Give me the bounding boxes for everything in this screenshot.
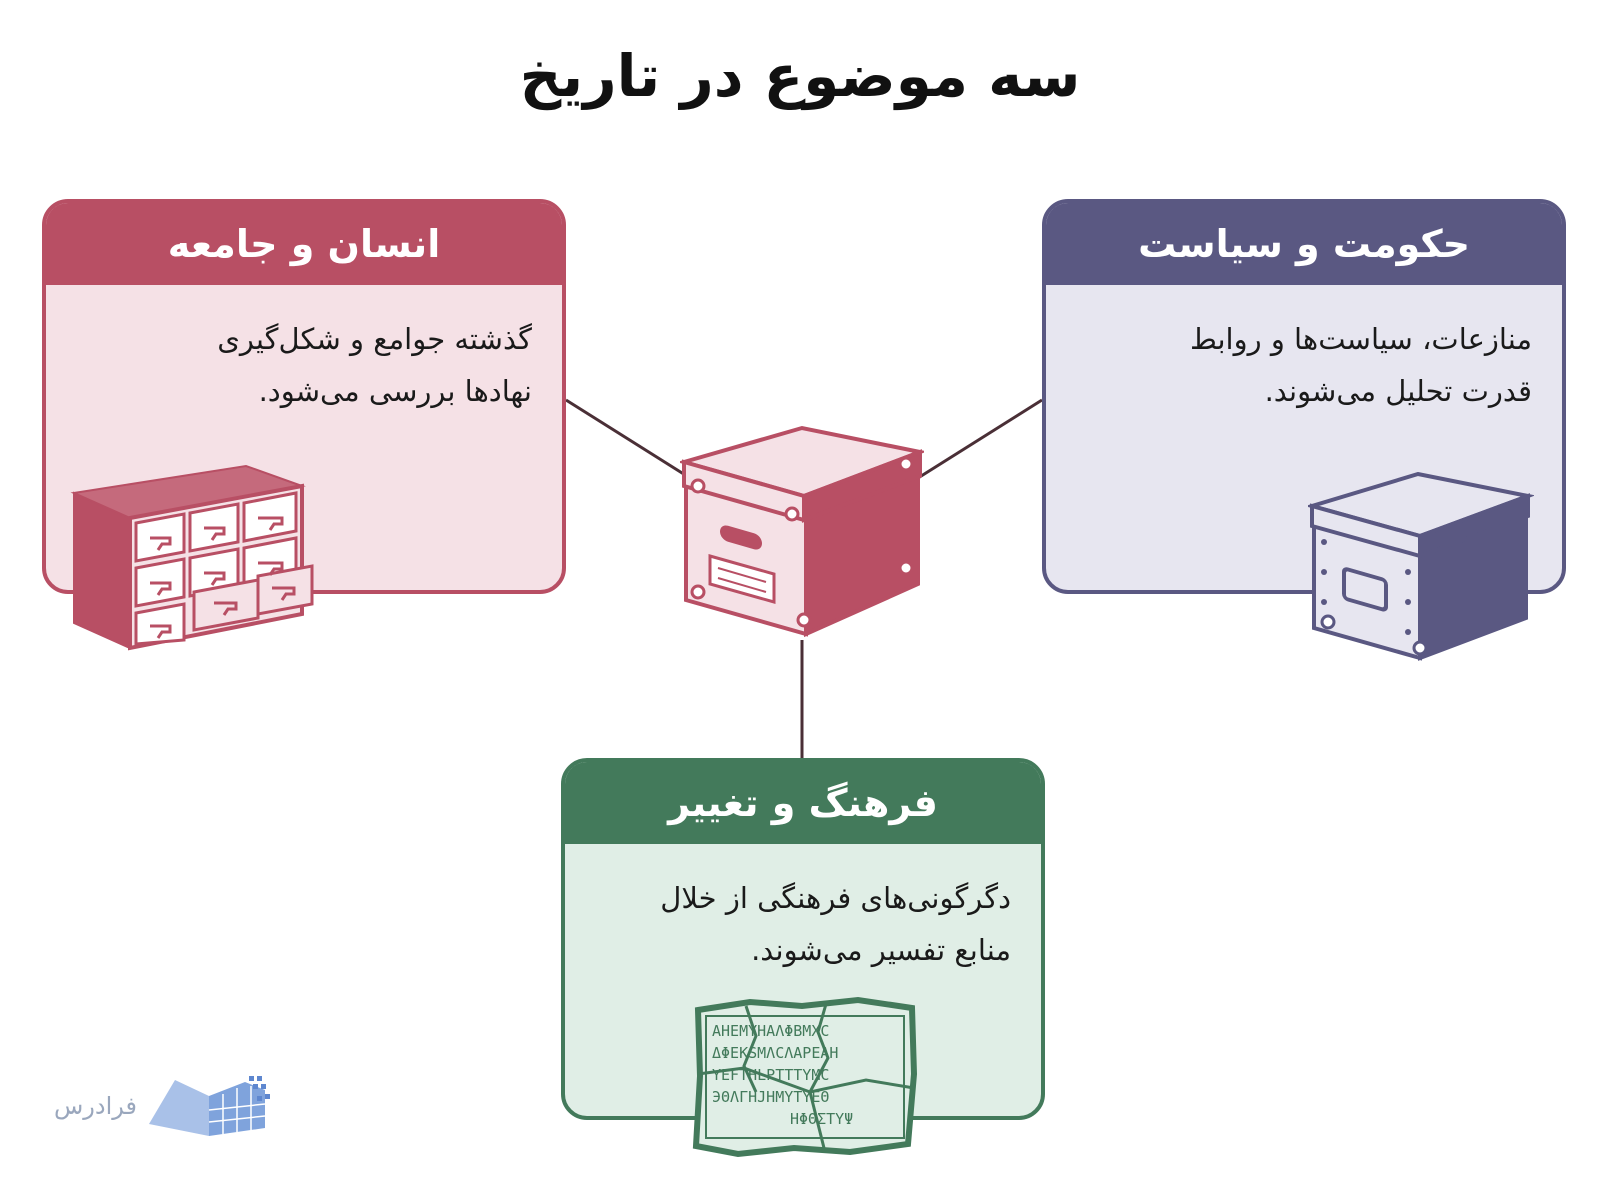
card-politics-title: حکومت و سیاست (1138, 222, 1470, 266)
card-society-title: انسان و جامعه (167, 222, 441, 266)
card-society-line-1: گذشته جوامع و شکل‌گیری (217, 322, 532, 356)
tablet-line-2: ΔΦEKSMΛCΛAPEAH (712, 1044, 838, 1062)
archive-box-icon (680, 425, 924, 638)
tablet-line-1: AHEMYHAΛΦBMXC (712, 1022, 829, 1040)
logo-text: فرادرس (54, 1092, 137, 1120)
archive-box-icon (1308, 472, 1534, 661)
card-politics-header: حکومت و سیاست (1046, 203, 1562, 285)
ancient-tablet-icon: AHEMYHAΛΦBMXC ΔΦEKSMΛCΛAPEAH YEFTHLPTTTY… (692, 996, 918, 1158)
open-book-logo-icon (148, 1076, 270, 1136)
connector-politics (917, 398, 1043, 480)
card-culture-body: دگرگونی‌های فرهنگی از خلال منابع تفسیر م… (565, 844, 1041, 976)
tablet-line-3: YEFTHLPTTTYMC (712, 1066, 829, 1084)
card-culture-line-2: منابع تفسیر می‌شوند. (751, 933, 1011, 967)
card-society: انسان و جامعه گذشته جوامع و شکل‌گیری نها… (42, 199, 566, 594)
card-catalog-cabinet-icon (70, 464, 314, 651)
card-culture-title: فرهنگ و تغییر (668, 781, 938, 825)
card-culture-header: فرهنگ و تغییر (565, 762, 1041, 844)
card-culture: فرهنگ و تغییر دگرگونی‌های فرهنگی از خلال… (561, 758, 1045, 1120)
card-politics-body: منازعات، سیاست‌ها و روابط قدرت تحلیل می‌… (1046, 285, 1562, 417)
card-society-body: گذشته جوامع و شکل‌گیری نهادها بررسی می‌ش… (46, 285, 562, 417)
card-society-line-2: نهادها بررسی می‌شود. (258, 374, 532, 408)
card-politics-line-1: منازعات، سیاست‌ها و روابط (1189, 322, 1532, 356)
card-culture-line-1: دگرگونی‌های فرهنگی از خلال (660, 881, 1011, 915)
card-politics-line-2: قدرت تحلیل می‌شوند. (1264, 374, 1532, 408)
tablet-line-4: ЭΘΛГHJHMYTYEΘ (712, 1088, 829, 1106)
tablet-line-5: HΦΘΣTYΨ (790, 1110, 853, 1128)
logo: فرادرس (54, 1074, 271, 1138)
page-title: سه موضوع در تاریخ (519, 42, 1081, 110)
card-society-header: انسان و جامعه (46, 203, 562, 285)
connector-society (565, 398, 691, 480)
